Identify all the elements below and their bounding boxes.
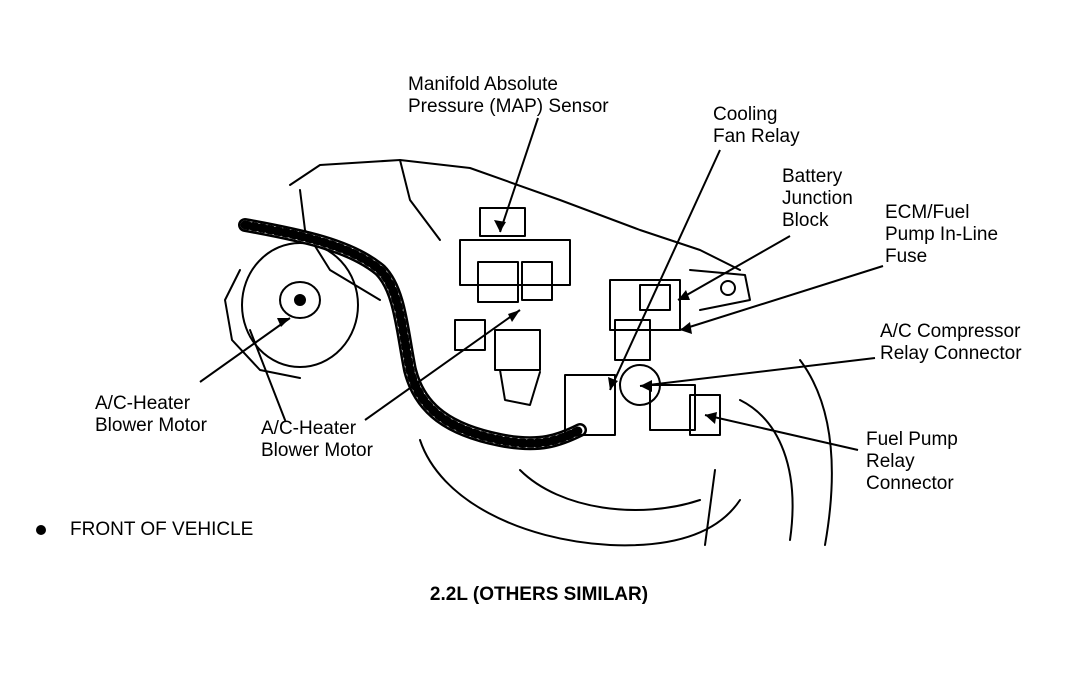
- label-battery-junction-block: Battery Junction Block: [782, 166, 853, 231]
- label-ecm-fuel-pump-fuse: ECM/Fuel Pump In-Line Fuse: [885, 202, 999, 267]
- label-map-sensor: Manifold Absolute Pressure (MAP) Sensor: [408, 74, 609, 117]
- label-fuel-pump-relay: Fuel Pump Relay Connector: [866, 429, 958, 494]
- label-blower-motor-center: A/C-Heater Blower Motor: [261, 418, 373, 461]
- label-blower-motor-left: A/C-Heater Blower Motor: [95, 393, 207, 436]
- label-cooling-fan-relay: Cooling Fan Relay: [713, 104, 800, 147]
- legend: FRONT OF VEHICLE: [36, 519, 253, 541]
- legend-text: FRONT OF VEHICLE: [70, 519, 254, 540]
- front-of-vehicle-arrow-icon: [36, 524, 46, 535]
- figure-caption: 2.2L (OTHERS SIMILAR): [429, 584, 649, 605]
- label-ac-compressor-relay: A/C Compressor Relay Connector: [880, 321, 1022, 364]
